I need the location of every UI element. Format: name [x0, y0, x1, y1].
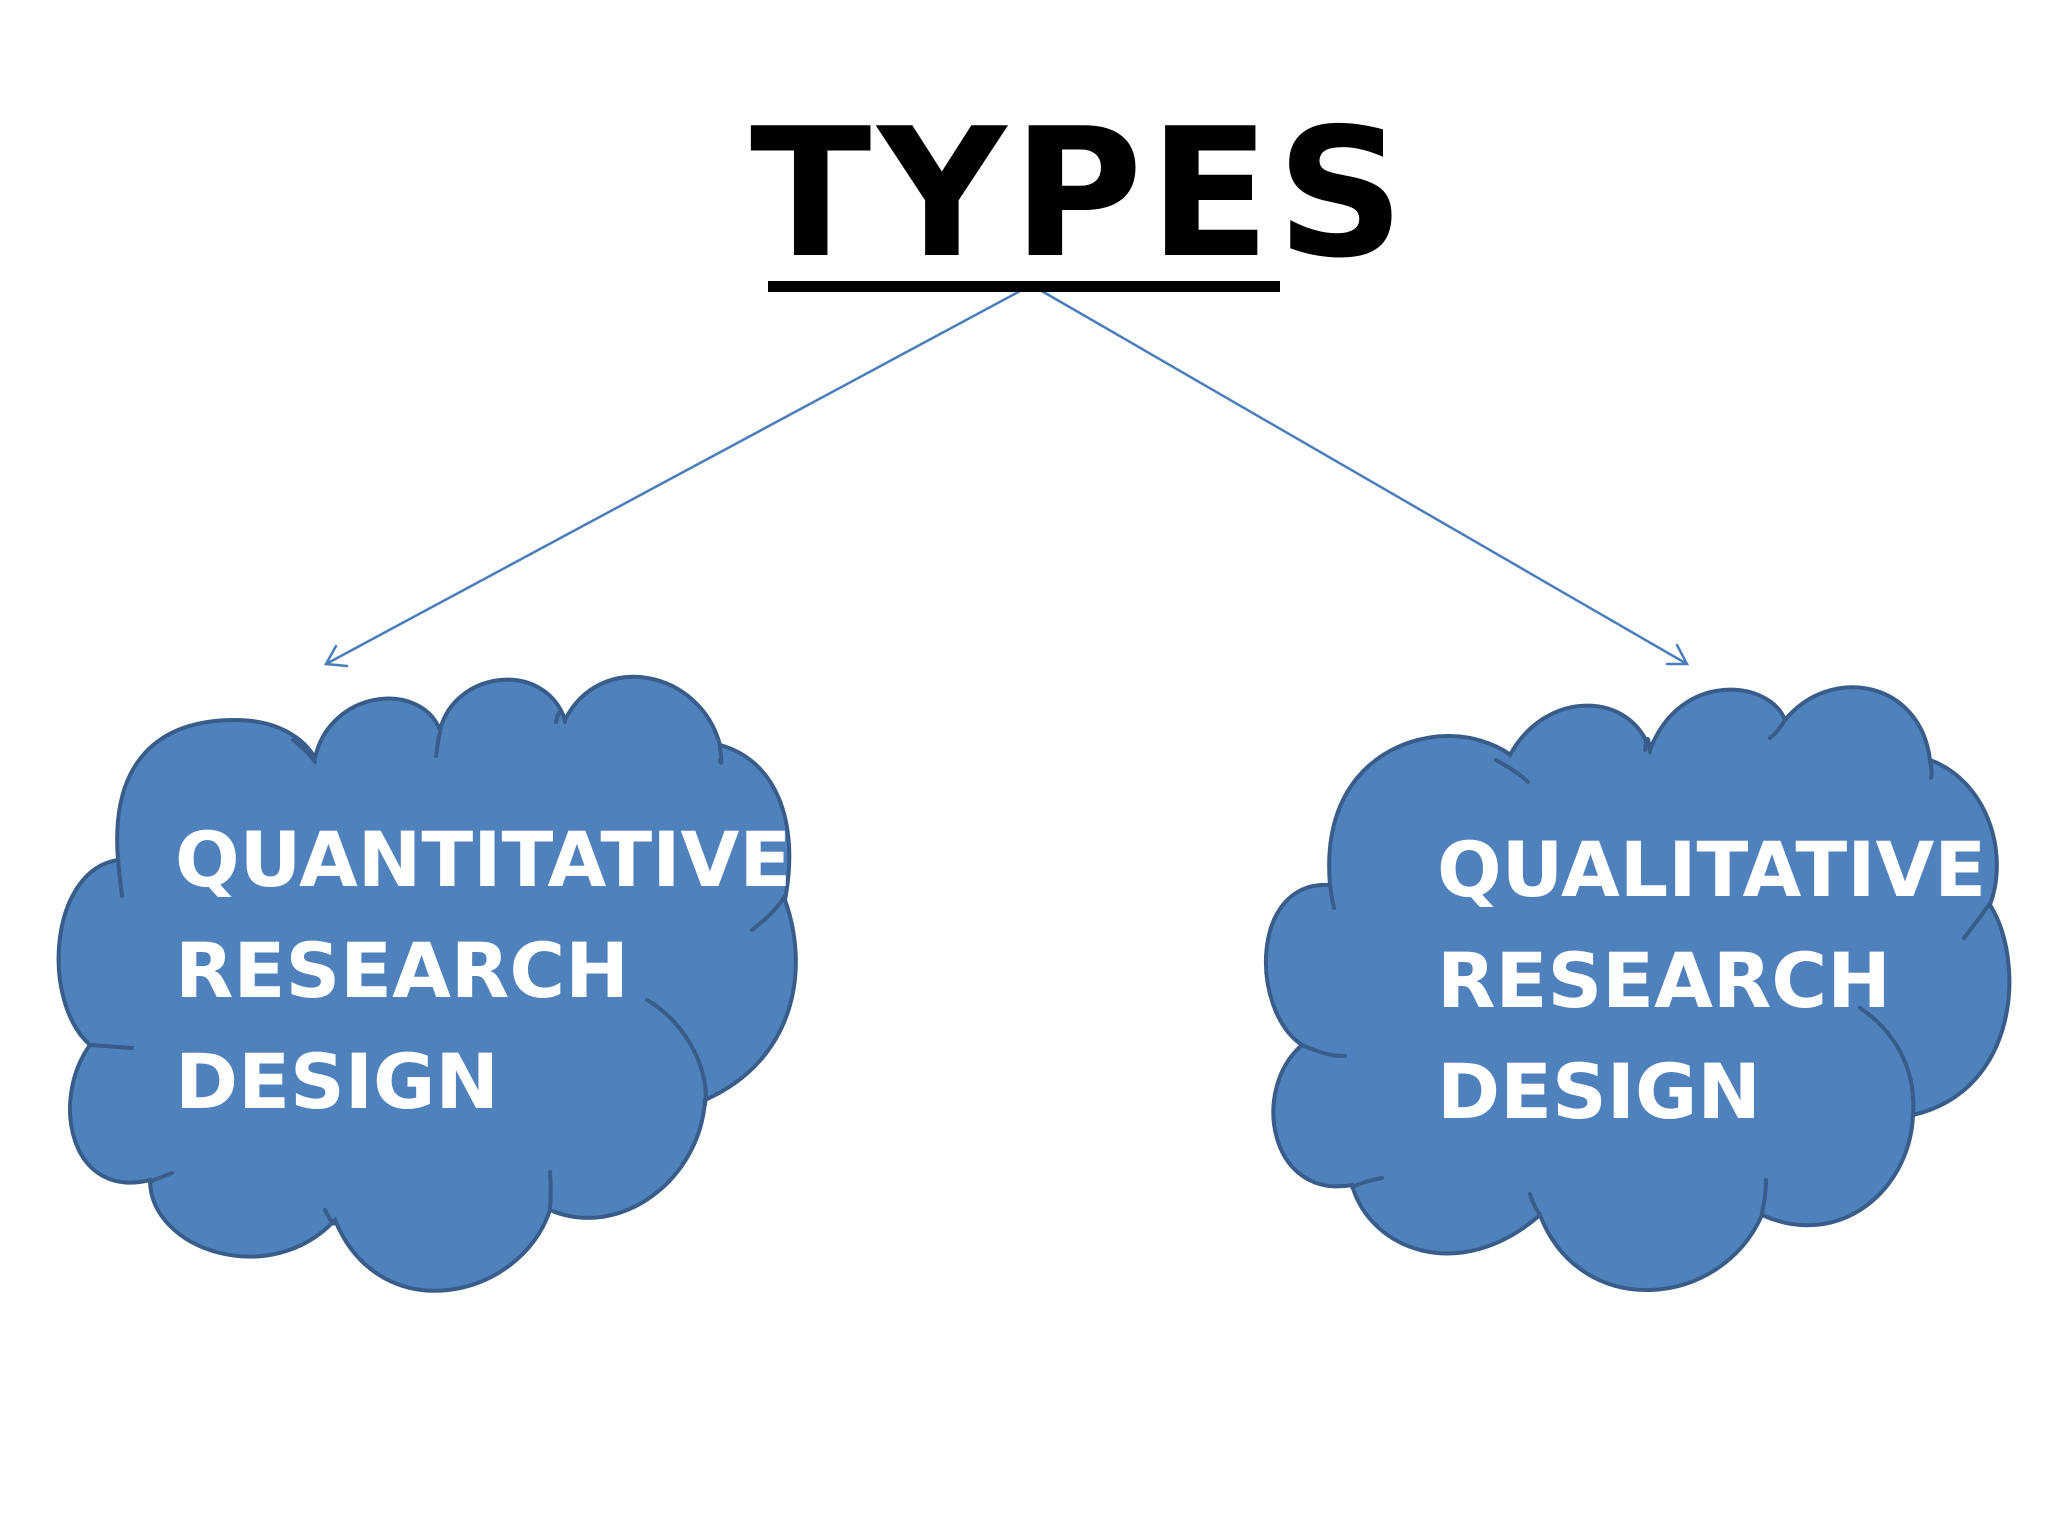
qualitative-research-design-label: QUALITATIVE RESEARCH DESIGN — [1437, 814, 1986, 1147]
arrow-to-qualitative — [1038, 288, 1690, 666]
label-line: DESIGN — [1437, 1047, 1762, 1136]
label-line: QUALITATIVE — [1437, 825, 1987, 914]
title-underline — [768, 281, 1280, 292]
label-line: RESEARCH — [175, 926, 629, 1015]
cloud-quantitative — [56, 674, 798, 1293]
label-line: RESEARCH — [1437, 936, 1891, 1025]
cloud-qualitative — [1264, 685, 2012, 1292]
arrow-to-quantitative — [323, 288, 1024, 668]
label-line: DESIGN — [175, 1037, 500, 1126]
quantitative-research-design-label: QUANTITATIVE RESEARCH DESIGN — [175, 804, 791, 1137]
diagram-title: TYPES — [750, 90, 1411, 297]
label-line: QUANTITATIVE — [175, 815, 792, 904]
